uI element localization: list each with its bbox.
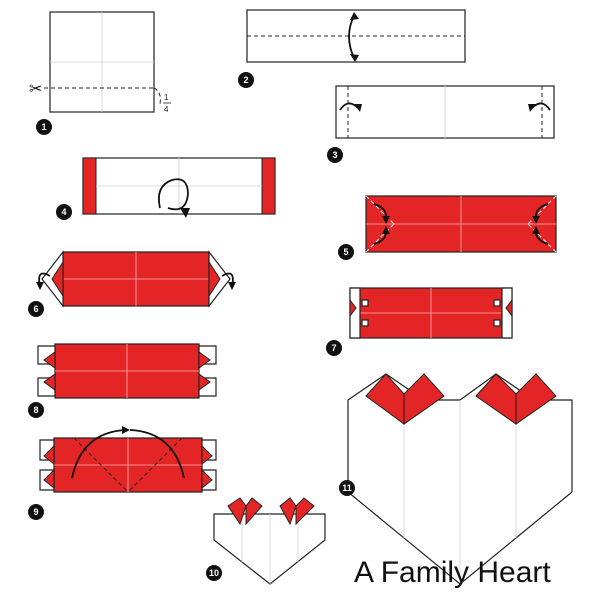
step-number-3: 3	[332, 150, 337, 160]
step-number-11-badge	[339, 480, 355, 496]
step-number-7: 7	[331, 343, 336, 353]
step-number-4: 4	[61, 207, 66, 217]
step-number-9-badge	[28, 504, 44, 520]
step-number-1: 1	[41, 122, 46, 132]
step-number-1-badge	[36, 119, 52, 135]
step-7: 7	[326, 287, 513, 356]
fraction-denominator: 4	[164, 105, 169, 114]
step-number-10-badge	[206, 565, 222, 581]
diagram-title: A Family Heart	[354, 556, 551, 589]
step-number-5-badge	[338, 244, 354, 260]
step-11: 11	[339, 373, 573, 585]
step-5: 5	[338, 195, 557, 260]
scissors-icon: ✂	[29, 81, 42, 98]
step-number-4-badge	[56, 204, 72, 220]
step-number-10: 10	[209, 568, 219, 578]
step-1: ✂ 1 4 1	[29, 11, 171, 135]
step-number-6: 6	[33, 304, 38, 314]
step-9: 9	[28, 426, 217, 520]
step-number-2: 2	[243, 75, 248, 85]
step-4: 4	[56, 157, 276, 220]
step-3: 3	[327, 85, 555, 163]
step-number-11: 11	[342, 483, 352, 493]
step-6: 6	[28, 250, 236, 317]
step-number-7-badge	[326, 340, 342, 356]
step-2: 2	[238, 9, 466, 88]
step-number-3-badge	[327, 147, 343, 163]
fraction-numerator: 1	[164, 93, 169, 102]
step-number-8: 8	[33, 405, 38, 415]
step-number-8-badge	[28, 402, 44, 418]
step-number-5: 5	[343, 247, 348, 257]
step-number-9: 9	[33, 507, 38, 517]
step-10: 10	[206, 497, 326, 585]
step-number-2-badge	[238, 72, 254, 88]
step-8: 8	[28, 343, 217, 418]
step-number-6-badge	[28, 301, 44, 317]
